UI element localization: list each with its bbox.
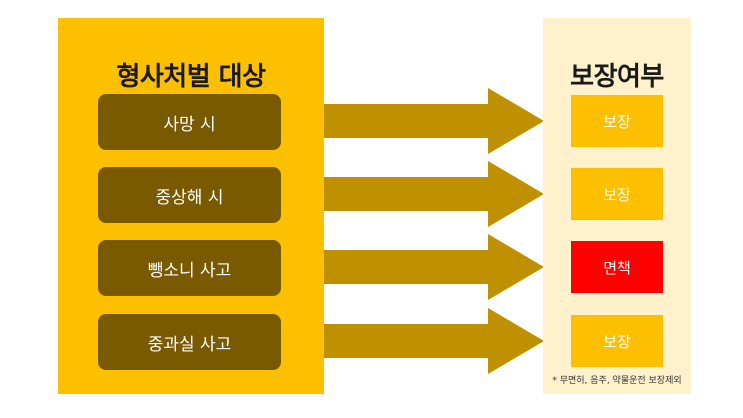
case-box-serious-injury: 중상해 시 — [98, 167, 281, 223]
arrow-2 — [324, 161, 544, 227]
coverage-panel: 보장여부 보장 보장 면책 보장 * 무면허, 음주, 약물운전 보장제외 — [543, 18, 691, 394]
right-panel-title: 보장여부 — [570, 62, 664, 92]
result-box-3: 면책 — [571, 241, 663, 293]
case-box-hit-and-run: 뺑소니 사고 — [98, 240, 281, 296]
left-panel-title: 형사처벌 대상 — [116, 62, 266, 92]
footnote: * 무면허, 음주, 약물운전 보장제외 — [552, 376, 682, 386]
arrow-1 — [324, 88, 544, 154]
result-box-2: 보장 — [571, 168, 663, 220]
arrow-4 — [324, 308, 544, 374]
case-box-death: 사망 시 — [98, 94, 281, 150]
arrow-3 — [324, 234, 544, 300]
result-box-1: 보장 — [571, 95, 663, 147]
case-box-gross-negligence: 중과실 사고 — [98, 314, 281, 370]
criminal-cases-panel: 형사처벌 대상 사망 시 중상해 시 뺑소니 사고 중과실 사고 — [58, 18, 324, 394]
result-box-4: 보장 — [571, 315, 663, 367]
